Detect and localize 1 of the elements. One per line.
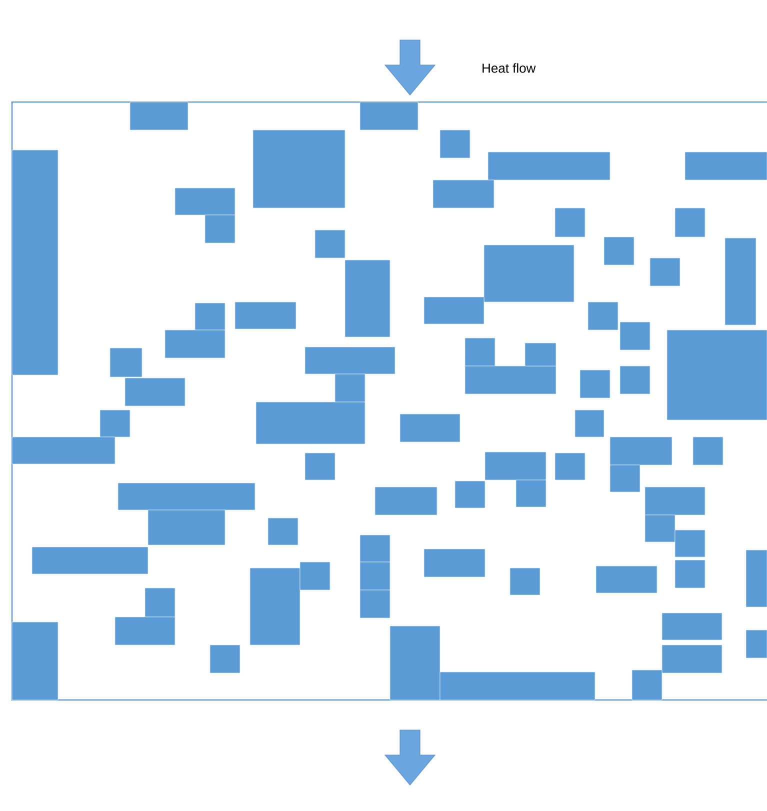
- arrow-label: Heat flow: [482, 63, 536, 73]
